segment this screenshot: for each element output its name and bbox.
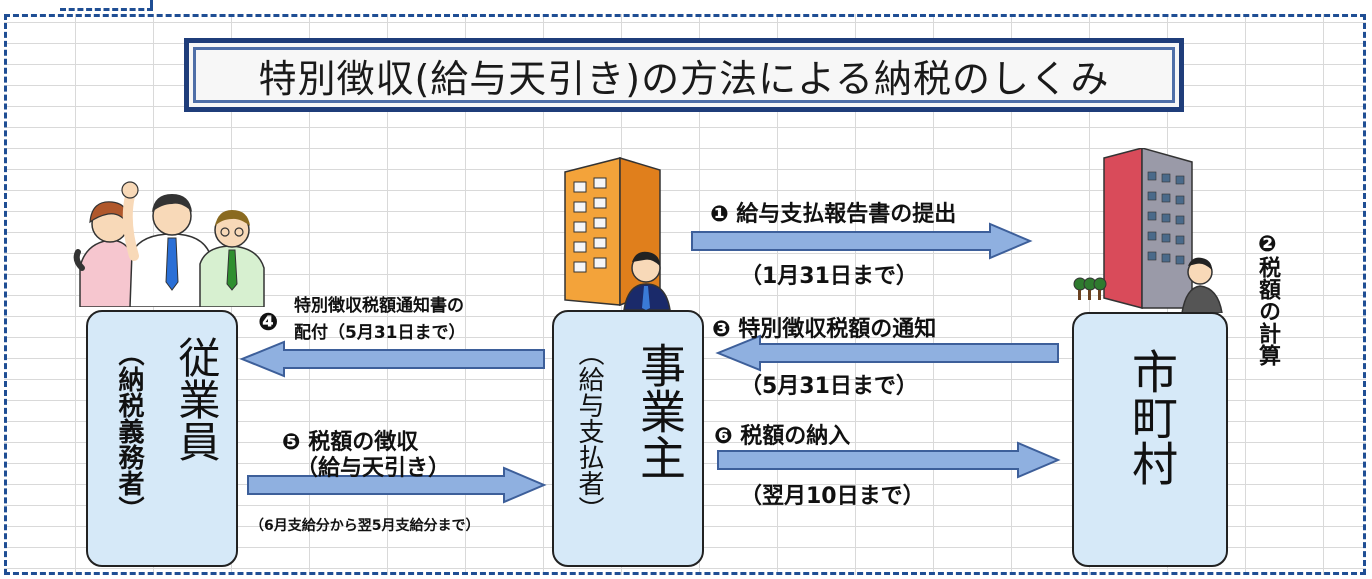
- step1-label: ❶ 給与支払報告書の提出: [710, 202, 957, 227]
- step5-sub: （給与天引き）: [296, 456, 451, 481]
- municipality-name: 市町村: [1125, 348, 1179, 486]
- step6-label: ❻ 税額の納入: [714, 424, 851, 449]
- step5-period: （6月支給分から翌5月支給分まで）: [250, 518, 480, 534]
- employer-box: 事業主 （給与支払者）: [552, 310, 704, 567]
- step4-line2: 配付（5月31日まで）: [294, 323, 466, 343]
- step3-deadline: （5月31日まで）: [740, 374, 918, 399]
- employer-building-illustration: [564, 156, 671, 310]
- arrow-step5: [247, 466, 547, 504]
- frame-tab: [60, 0, 153, 11]
- arrow-step6: [717, 441, 1061, 479]
- step2-text: 税額の計算: [1255, 256, 1280, 366]
- employee-box: 従業員 （納税義務者）: [86, 310, 238, 567]
- step6-deadline: （翌月10日まで）: [740, 484, 925, 509]
- arrow-step3: [715, 334, 1059, 372]
- employee-role: （納税義務者）: [114, 340, 144, 522]
- man-figure: [121, 181, 213, 307]
- arrow-step4: [239, 340, 545, 378]
- employer-role: （給与支払者）: [574, 340, 604, 522]
- diagram-title: 特別徴収(給与天引き)の方法による納税のしくみ: [258, 56, 1110, 101]
- employer-name: 事業主: [633, 342, 687, 480]
- step2-number: ❷: [1258, 232, 1277, 257]
- man-figure-right: [199, 210, 265, 307]
- municipality-building-illustration: [1073, 148, 1223, 313]
- step5-label: ❺ 税額の徴収: [282, 430, 419, 455]
- title-box: 特別徴収(給与天引き)の方法による納税のしくみ: [184, 38, 1184, 112]
- step3-label: ❸ 特別徴収税額の通知: [712, 317, 937, 342]
- woman-figure: [73, 201, 137, 307]
- step4-line1: 特別徴収税額通知書の: [294, 296, 464, 316]
- step1-deadline: （1月31日まで）: [740, 264, 918, 289]
- step4-number: ❹: [258, 308, 279, 336]
- municipality-box: 市町村: [1072, 312, 1228, 567]
- employee-name: 従業員: [172, 336, 221, 462]
- employees-illustration: [73, 181, 265, 307]
- arrow-step1: [691, 222, 1033, 260]
